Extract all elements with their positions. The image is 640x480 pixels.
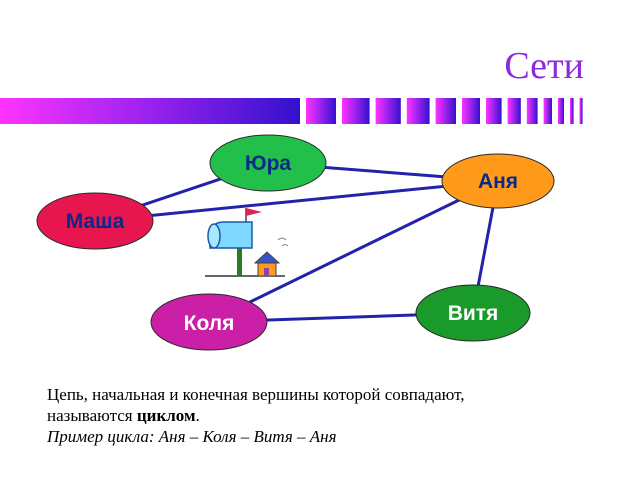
edge-masha-anya <box>94 179 499 223</box>
node-anya: Аня <box>441 153 555 209</box>
slide-title: Сети <box>504 45 584 87</box>
mailbox-house-icon <box>205 208 289 277</box>
caption-example: Пример цикла: Аня – Коля – Витя – Аня <box>47 427 337 446</box>
caption-line-2-suffix: . <box>195 406 200 425</box>
node-label-kolya: Коля <box>184 312 235 335</box>
node-label-yura: Юра <box>245 152 291 175</box>
caption-line-1: Цепь, начальная и конечная вершины котор… <box>47 385 465 404</box>
node-vitya: Витя <box>415 284 531 342</box>
edge-kolya-anya <box>208 179 499 324</box>
decorative-gradient-bar <box>0 98 583 124</box>
caption-line-2-prefix: называются <box>47 406 137 425</box>
node-label-masha: Маша <box>66 210 125 233</box>
node-masha: Маша <box>36 192 154 250</box>
node-label-anya: Аня <box>478 170 518 193</box>
caption-line-2: называются циклом. <box>47 405 627 426</box>
caption-term-cycle: циклом <box>136 406 196 425</box>
node-yura: Юра <box>209 134 327 192</box>
node-label-vitya: Витя <box>448 302 499 325</box>
node-kolya: Коля <box>150 293 268 351</box>
caption: Цепь, начальная и конечная вершины котор… <box>47 384 627 447</box>
